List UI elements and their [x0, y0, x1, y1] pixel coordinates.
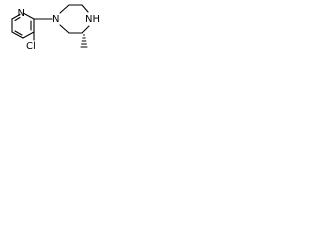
bond-c6-to-n1: [59, 24, 70, 34]
chlorine-label: Cl: [26, 41, 36, 52]
piperazine-nh-label: NH: [85, 14, 100, 25]
piperazine-aryl-nitrogen-label: N: [52, 14, 59, 25]
bond-nh-to-c5: [81, 25, 90, 34]
bond-pyridine-c4-to-c5: [11, 31, 24, 39]
double-bond-pyridine-c4-c5: [14, 30, 23, 36]
pyridine-ring: [11, 12, 35, 39]
bond-c3-to-nh: [81, 4, 89, 13]
bond-pyridine-c3-to-c4: [22, 31, 35, 39]
bond-n1-to-c2: [59, 4, 70, 14]
chemical-structure-diagram: N Cl N NH: [11, 4, 100, 52]
piperazine-ring: [59, 4, 90, 34]
bond-pyridine-c6-to-n: [11, 13, 21, 20]
double-bond-pyridine-c6-n: [14, 16, 21, 22]
pyridine-nitrogen-label: N: [18, 8, 25, 19]
bond-pyridine-n-to-c2: [22, 12, 35, 20]
hashed-wedge-methyl-bond: [80, 34, 88, 48]
